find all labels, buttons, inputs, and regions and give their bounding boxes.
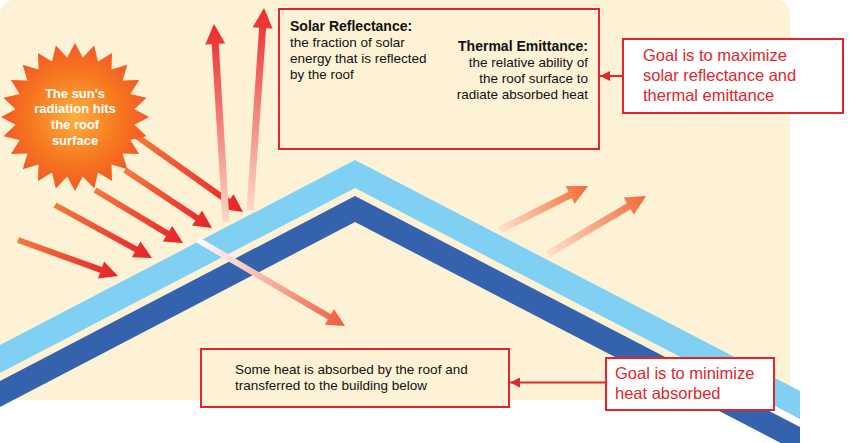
goal-box: Goal is to minimize heat absorbed [605, 357, 775, 411]
text-column: The sun's radiation hits the roof surfac… [29, 86, 121, 148]
text-column: Thermal Emittance:the relative ability o… [450, 18, 588, 103]
emitted-heat [546, 196, 646, 257]
sun-shape [1, 43, 149, 191]
reflected-ray [247, 8, 273, 210]
text-column: Goal is to maximize solar reflectance an… [643, 46, 823, 105]
text-column: Solar Reflectance:the fraction of solar … [290, 18, 440, 83]
incoming-ray [123, 168, 212, 229]
process-box: Some heat is absorbed by the roof and tr… [200, 348, 510, 408]
roof-deck-band [0, 196, 800, 443]
label-text: The sun's radiation hits the roof surfac… [29, 86, 121, 148]
incoming-ray [17, 237, 118, 278]
emitted-heat [498, 186, 588, 233]
term-definition: the fraction of solar energy that is ref… [290, 35, 440, 84]
definition-box: Solar Reflectance:the fraction of solar … [278, 8, 600, 150]
absorbed-heat [197, 237, 346, 326]
label-text: Some heat is absorbed by the roof and tr… [235, 362, 475, 394]
reflected-ray [205, 24, 229, 222]
incoming-ray [54, 202, 152, 258]
goal-box: Goal is to maximize solar reflectance an… [622, 38, 844, 114]
pointer-arrow [600, 75, 622, 77]
label-text: Goal is to maximize solar reflectance an… [643, 46, 823, 105]
roof-surface-band [0, 160, 800, 419]
term-definition: the relative ability of the roof surface… [450, 55, 588, 104]
term-heading: Thermal Emittance: [450, 38, 588, 55]
sun-label: The sun's radiation hits the roof surfac… [0, 42, 150, 192]
text-column: Goal is to minimize heat absorbed [615, 364, 765, 404]
pointer-arrow [510, 382, 605, 384]
label-text: Goal is to minimize heat absorbed [615, 364, 765, 404]
term-heading: Solar Reflectance: [290, 18, 440, 35]
text-column: Some heat is absorbed by the roof and tr… [235, 362, 475, 394]
